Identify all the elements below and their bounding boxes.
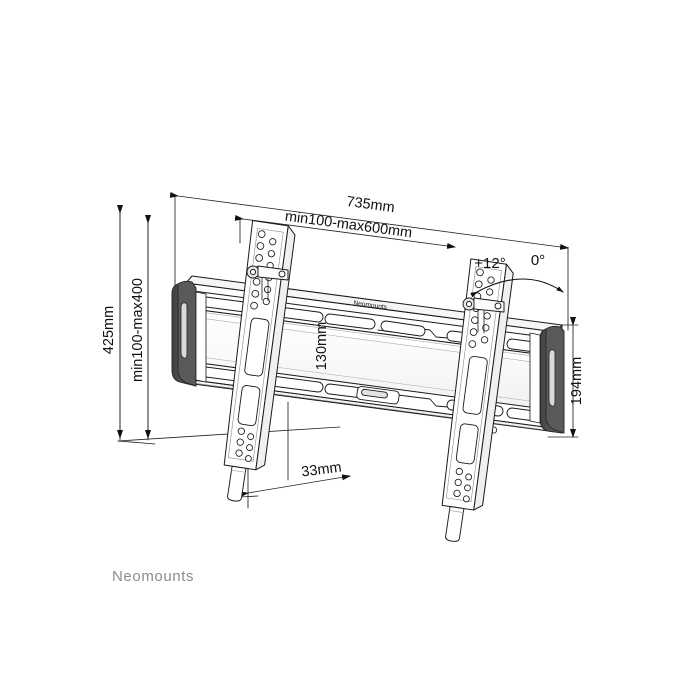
label-overall-height: 425mm bbox=[101, 306, 117, 354]
label-tilt-down-angle: +12° bbox=[474, 255, 505, 272]
product-brand-mark: Neomounts bbox=[353, 300, 388, 311]
label-wall-depth: 33mm bbox=[301, 460, 343, 481]
left-end-cap bbox=[171, 280, 207, 387]
label-tilt-flat-angle: 0° bbox=[531, 252, 545, 269]
right-end-cap bbox=[529, 325, 565, 434]
left-hinge-hardware bbox=[246, 265, 289, 302]
label-overall-width: 735mm bbox=[346, 194, 396, 216]
left-mount-arm bbox=[223, 220, 296, 502]
label-endcap-height: 194mm bbox=[569, 357, 585, 405]
neomounts-watermark: Neomounts bbox=[112, 568, 195, 585]
right-mount-arm bbox=[441, 258, 514, 542]
latch-detail bbox=[356, 386, 400, 405]
label-rail-spacing: 130mm bbox=[314, 322, 330, 370]
right-hinge-hardware bbox=[462, 297, 505, 334]
label-vertical-hole-pattern: min100-max400 bbox=[130, 278, 146, 382]
tilt-angle-indicator bbox=[470, 278, 564, 298]
